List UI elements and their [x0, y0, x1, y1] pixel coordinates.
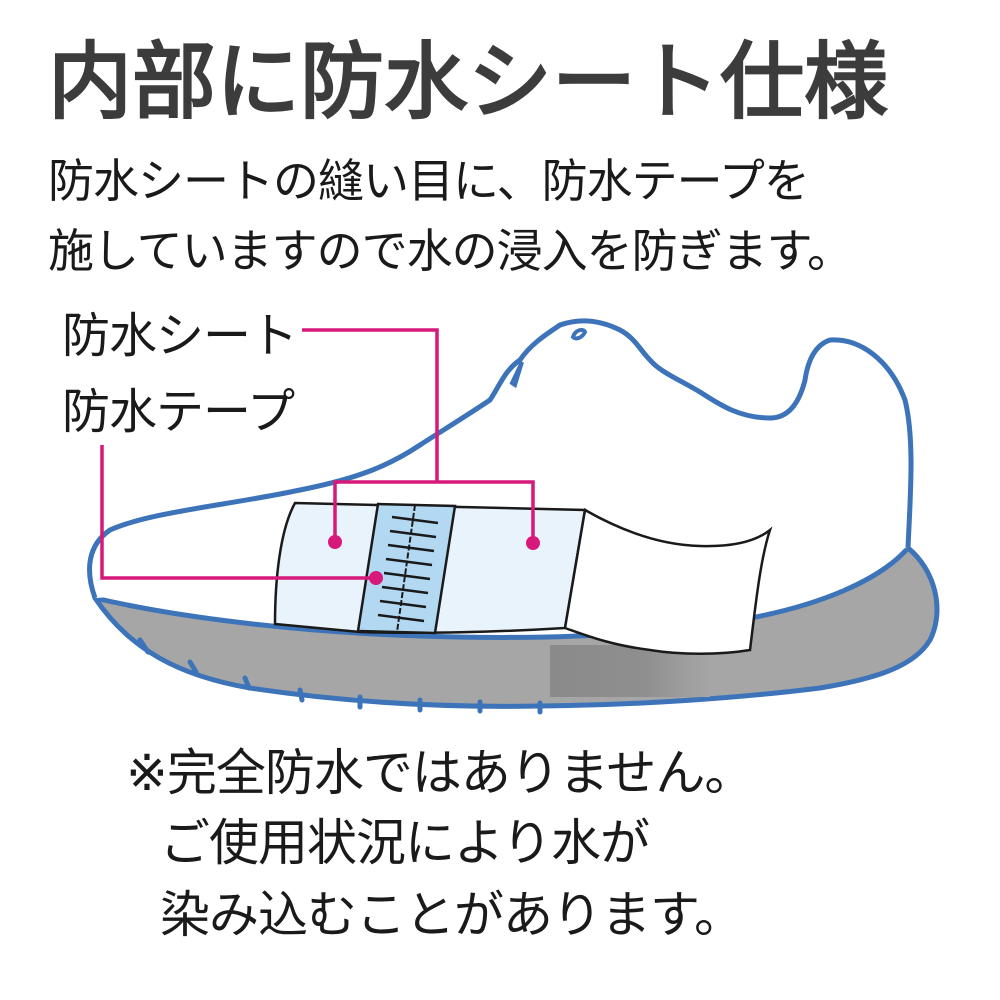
callout-label-waterproof-sheet: 防水シート — [62, 308, 298, 364]
note-line-3: 染み込むことがあります。 — [160, 886, 744, 944]
eyelet-2 — [570, 327, 588, 341]
description-line-1: 防水シートの縫い目に、防水テープを — [48, 154, 810, 208]
stitch-marks — [377, 515, 439, 623]
sheet-dot-left — [328, 535, 342, 549]
sheet-dot-right — [526, 536, 540, 550]
note-line-1: ※完全防水ではありません。 — [126, 744, 754, 802]
page-title: 内部に防水シート仕様 — [48, 33, 889, 131]
peeled-flap — [563, 508, 773, 655]
eyelet-1 — [509, 361, 524, 389]
tape-dot — [369, 571, 383, 585]
description-line-2: 施していますので水の浸入を防ぎます。 — [48, 224, 853, 278]
sheet-bracket — [333, 480, 535, 542]
sheet-leader — [302, 328, 439, 482]
sole-shape — [92, 545, 940, 709]
note-line-2: ご使用状況により水が — [160, 814, 650, 872]
leader-lines — [100, 328, 535, 580]
tread-marks — [137, 637, 543, 715]
stitch-line — [396, 504, 416, 633]
tape-leader — [100, 445, 375, 580]
callout-label-waterproof-tape: 防水テープ — [62, 384, 295, 440]
